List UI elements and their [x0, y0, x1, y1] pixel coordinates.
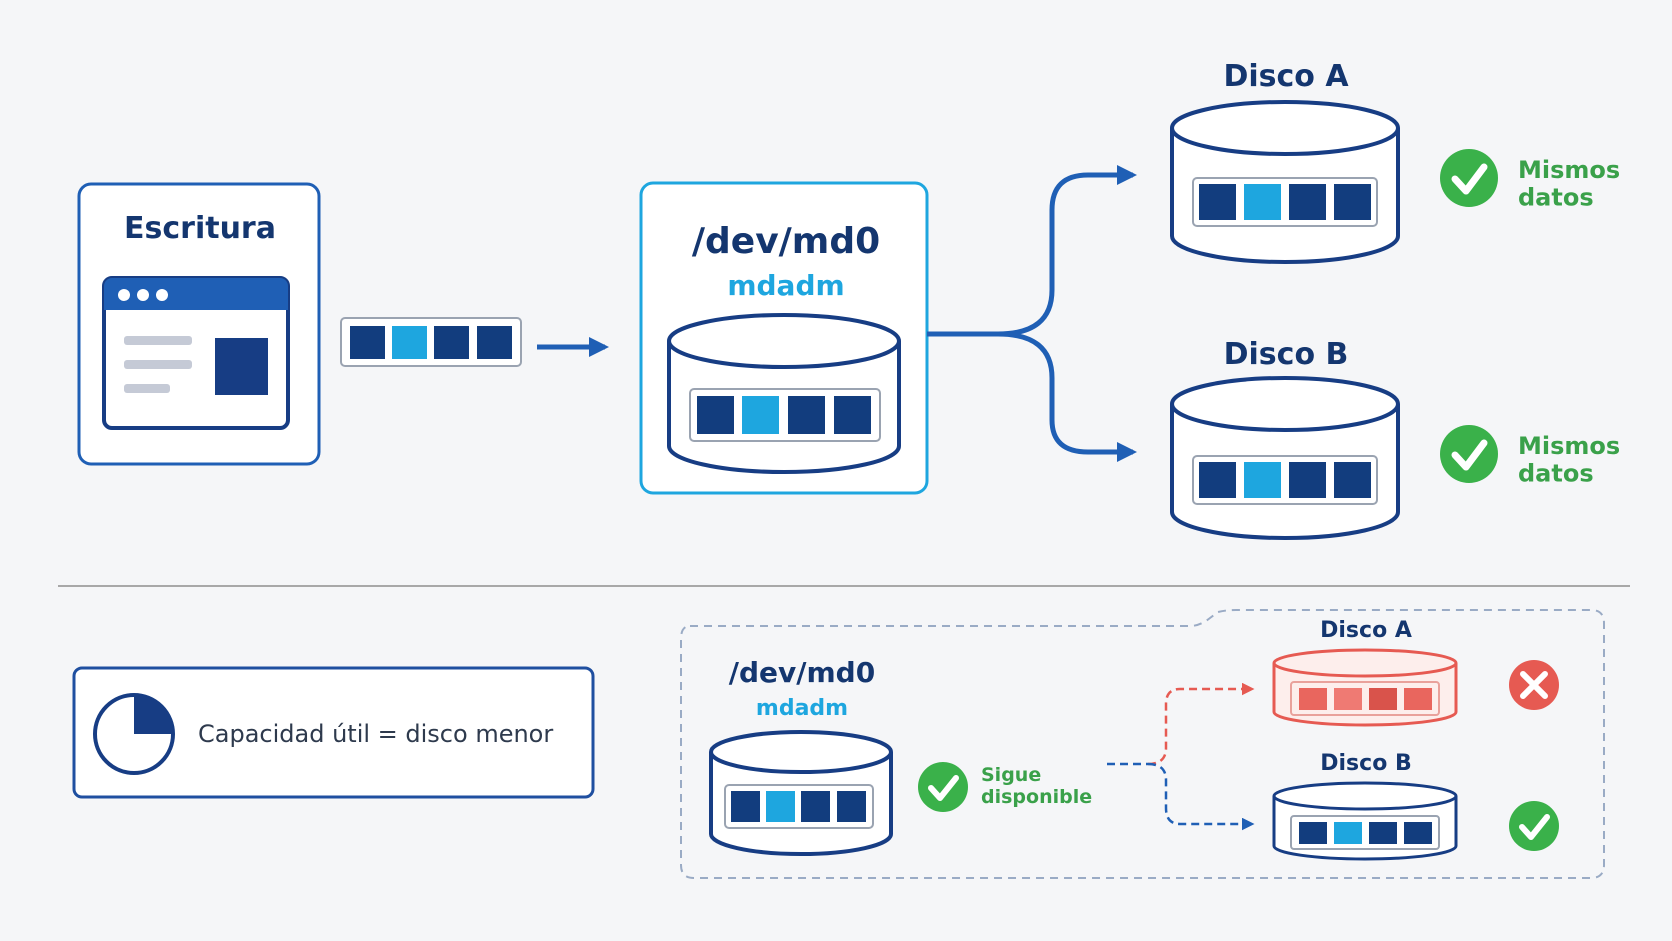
disk-a-check-icon: [1440, 149, 1498, 207]
legend-text: Capacidad útil = disco menor: [198, 720, 553, 748]
disk-a: Disco A: [1170, 59, 1400, 264]
disk-a-label: Disco A: [1223, 59, 1349, 94]
capacity-legend: Capacidad útil = disco menor: [72, 666, 595, 799]
disk-b-status-text-line2: datos: [1518, 460, 1594, 488]
failure-array-cylinder: [709, 730, 893, 856]
disk-b-status-text: Mismos: [1518, 432, 1620, 460]
healthy-disk-b-check-icon: [1509, 801, 1559, 851]
disk-b: Disco B: [1170, 337, 1400, 540]
disk-a-status-text: Mismos: [1518, 156, 1620, 184]
writer-card: Escritura: [77, 182, 321, 466]
disk-a-status: Mismos datos: [1518, 156, 1629, 212]
browser-window-icon: [102, 276, 290, 430]
failure-scenario-frame: [680, 609, 1605, 879]
available-status-text: Sigue: [981, 764, 1041, 786]
failure-array-tool: mdadm: [756, 696, 848, 721]
available-status: Sigue disponible: [981, 764, 1092, 808]
mirror-arrows: [927, 165, 1137, 462]
healthy-disk-arrow: [1147, 762, 1255, 831]
healthy-disk-b-label: Disco B: [1320, 751, 1411, 776]
pie-chart-icon: [93, 693, 175, 775]
writer-title: Escritura: [124, 211, 276, 246]
failed-disk-arrow: [1147, 682, 1255, 766]
data-blocks-strip: [340, 317, 522, 367]
disk-b-status: Mismos datos: [1518, 432, 1629, 488]
md0-array-card: /dev/md0 mdadm: [639, 181, 929, 495]
disk-b-label: Disco B: [1224, 337, 1349, 372]
disk-b-check-icon: [1440, 425, 1498, 483]
failed-disk-a: Disco A: [1272, 618, 1458, 727]
array-device-name: /dev/md0: [692, 221, 880, 262]
disk-a-status-text-line2: datos: [1518, 184, 1594, 212]
available-check-icon: [918, 762, 968, 812]
failure-array-device: /dev/md0: [729, 656, 875, 689]
array-tool-name: mdadm: [727, 269, 844, 302]
available-status-text-line2: disponible: [981, 786, 1092, 808]
healthy-disk-b: Disco B: [1272, 751, 1458, 861]
failed-disk-a-label: Disco A: [1320, 618, 1412, 643]
array-cylinder: [667, 313, 901, 474]
failed-disk-a-cross-icon: [1509, 660, 1559, 710]
